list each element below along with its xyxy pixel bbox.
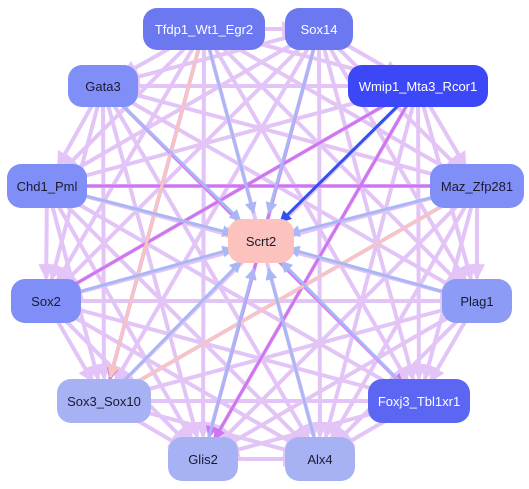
edge-gata3-alx4 xyxy=(101,84,310,442)
edge-sox3-scrt2 xyxy=(102,260,242,403)
edge-maz-alx4 xyxy=(329,184,479,441)
node-gata3[interactable]: Gata3 xyxy=(68,65,138,107)
node-foxj3-tbl1xr1[interactable]: Foxj3_Tbl1xr1 xyxy=(368,379,470,423)
edge-tfdp1-sox2 xyxy=(56,27,206,284)
edge-sox14-scrt2 xyxy=(265,27,321,215)
edge-wmip1-scrt2 xyxy=(279,84,420,224)
node-alx4[interactable]: Alx4 xyxy=(285,437,355,481)
node-tfdp1-wt1-egr2[interactable]: Tfdp1_Wt1_Egr2 xyxy=(143,8,265,50)
node-scrt2[interactable]: Scrt2 xyxy=(228,219,294,263)
node-label: Sox14 xyxy=(300,21,338,37)
edge-wmip1-foxj3 xyxy=(410,84,427,381)
node-sox14[interactable]: Sox14 xyxy=(285,8,353,50)
node-label: Plag1 xyxy=(460,293,494,309)
node-label: Tfdp1_Wt1_Egr2 xyxy=(154,21,254,37)
edge-peach-tfdp1-sox3 xyxy=(107,27,206,379)
edge-sox14-plag1 xyxy=(317,27,467,284)
node-label: Sox3_Sox10 xyxy=(67,393,141,409)
edge-tfdp1-maz xyxy=(202,27,459,177)
node-chd1-pml[interactable]: Chd1_Pml xyxy=(7,164,87,208)
edge-gata3-scrt2 xyxy=(101,84,242,222)
edge-gata3-maz xyxy=(101,84,457,185)
node-sox3-sox10[interactable]: Sox3_Sox10 xyxy=(57,379,151,423)
edge-plag1-glis2 xyxy=(221,299,479,450)
node-label: Wmip1_Mta3_Rcor1 xyxy=(358,78,478,94)
node-plag1[interactable]: Plag1 xyxy=(442,279,512,323)
edge-sox14-alx4 xyxy=(311,27,328,439)
node-label: Gata3 xyxy=(85,78,121,94)
edge-tfdp1-scrt2 xyxy=(202,27,257,215)
node-sox2[interactable]: Sox2 xyxy=(11,279,81,323)
edge-chd1-glis2 xyxy=(45,184,194,441)
node-wmip1-mta3-rcor1[interactable]: Wmip1_Mta3_Rcor1 xyxy=(348,65,488,107)
edge-alx4-scrt2 xyxy=(265,267,322,461)
edge-foxj3-scrt2 xyxy=(280,260,421,403)
node-label: Alx4 xyxy=(307,451,333,467)
edge-gata3-sox3 xyxy=(95,84,112,381)
edge-plag1-sox3 xyxy=(124,299,479,400)
edge-peach-maz-sox3 xyxy=(124,184,479,390)
edge-chd1-foxj3 xyxy=(45,184,401,391)
edge-sox14-sox2 xyxy=(60,27,321,287)
node-label: Sox2 xyxy=(31,293,61,309)
edge-sox2-alx4 xyxy=(44,299,302,450)
node-label: Scrt2 xyxy=(245,233,277,249)
node-label: Chd1_Pml xyxy=(16,178,78,194)
node-label: Maz_Zfp281 xyxy=(440,178,514,194)
edge-strong-wmip1-glis2 xyxy=(213,84,420,441)
node-label: Foxj3_Tbl1xr1 xyxy=(377,393,461,409)
node-maz-zfp281[interactable]: Maz_Zfp281 xyxy=(430,164,524,208)
node-glis2[interactable]: Glis2 xyxy=(168,437,238,481)
node-label: Glis2 xyxy=(188,451,218,467)
edge-glis2-scrt2 xyxy=(201,267,257,461)
edge-sox14-chd1 xyxy=(65,27,321,177)
